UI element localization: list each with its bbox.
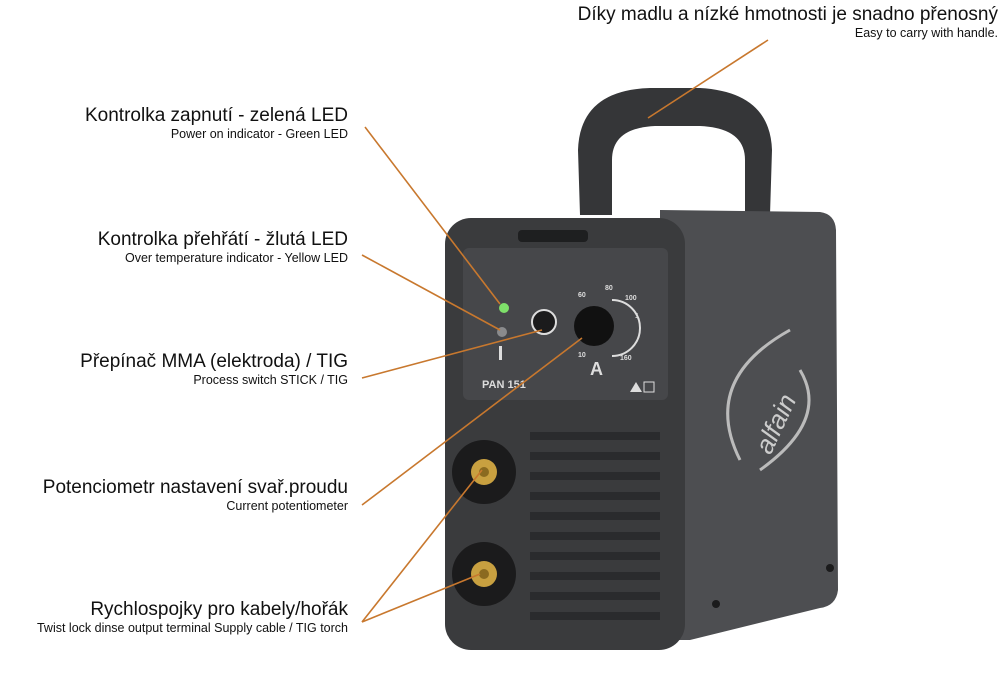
callout-line-temp-led <box>361 254 501 331</box>
callout-line-switch <box>361 329 543 379</box>
callout-line-handle <box>647 39 769 119</box>
callout-subtitle: Twist lock dinse output terminal Supply … <box>36 621 348 635</box>
callout-lines <box>361 39 769 623</box>
callout-handle: Díky madlu a nízké hmotnosti je snadno p… <box>578 4 998 41</box>
callout-subtitle: Easy to carry with handle. <box>854 26 998 40</box>
scale-label: 160 <box>620 355 632 362</box>
callout-power-led: Kontrolka zapnutí - zelená LED Power on … <box>85 105 348 142</box>
vent-grille <box>530 432 660 620</box>
manual-icon <box>643 381 655 393</box>
scale-label: 80 <box>605 285 613 292</box>
side-panel <box>660 210 838 640</box>
callout-title: Kontrolka přehřátí - žlutá LED <box>97 229 348 250</box>
callout-subtitle: Current potentiometer <box>226 499 348 513</box>
callout-line-terminal-1 <box>361 469 483 623</box>
callout-title: Díky madlu a nízké hmotnosti je snadno p… <box>577 4 998 25</box>
carry-handle <box>578 88 772 215</box>
callout-title: Kontrolka zapnutí - zelená LED <box>85 105 348 126</box>
callout-line-terminal-2 <box>361 573 481 623</box>
callout-title: Potenciometr nastavení svař.proudu <box>42 477 348 498</box>
unit-label: A <box>590 359 603 379</box>
callout-title: Rychlospojky pro kabely/hořák <box>90 599 348 620</box>
scale-label: 10 <box>578 352 586 359</box>
process-switch[interactable] <box>531 309 557 335</box>
callout-potentiometer: Potenciometr nastavení svař.proudu Curre… <box>43 477 348 514</box>
callout-line-potentiometer <box>361 337 583 506</box>
dinse-terminal-positive <box>452 440 516 504</box>
callout-subtitle: Process switch STICK / TIG <box>193 373 348 387</box>
dinse-terminal-negative <box>452 542 516 606</box>
callout-terminals: Rychlospojky pro kabely/hořák Twist lock… <box>37 599 348 636</box>
callout-subtitle: Over temperature indicator - Yellow LED <box>124 251 348 265</box>
callout-subtitle: Power on indicator - Green LED <box>170 127 348 141</box>
callout-line-power-led <box>364 126 501 305</box>
scale-label: 60 <box>578 292 586 299</box>
callout-process-switch: Přepínač MMA (elektroda) / TIG Process s… <box>80 351 348 388</box>
foot <box>712 600 720 608</box>
potentiometer-scale-arc <box>611 299 641 357</box>
current-potentiometer[interactable] <box>574 306 614 346</box>
scale-label: 100 <box>625 295 637 302</box>
callout-temp-led: Kontrolka přehřátí - žlutá LED Over temp… <box>98 229 348 266</box>
power-led <box>499 303 509 313</box>
foot <box>826 564 834 572</box>
control-panel <box>463 248 668 400</box>
top-slot <box>518 230 588 242</box>
callout-title: Přepínač MMA (elektroda) / TIG <box>80 351 348 372</box>
warning-icon <box>630 382 642 392</box>
scale-label: 1 <box>635 313 639 320</box>
power-symbol <box>499 346 502 360</box>
